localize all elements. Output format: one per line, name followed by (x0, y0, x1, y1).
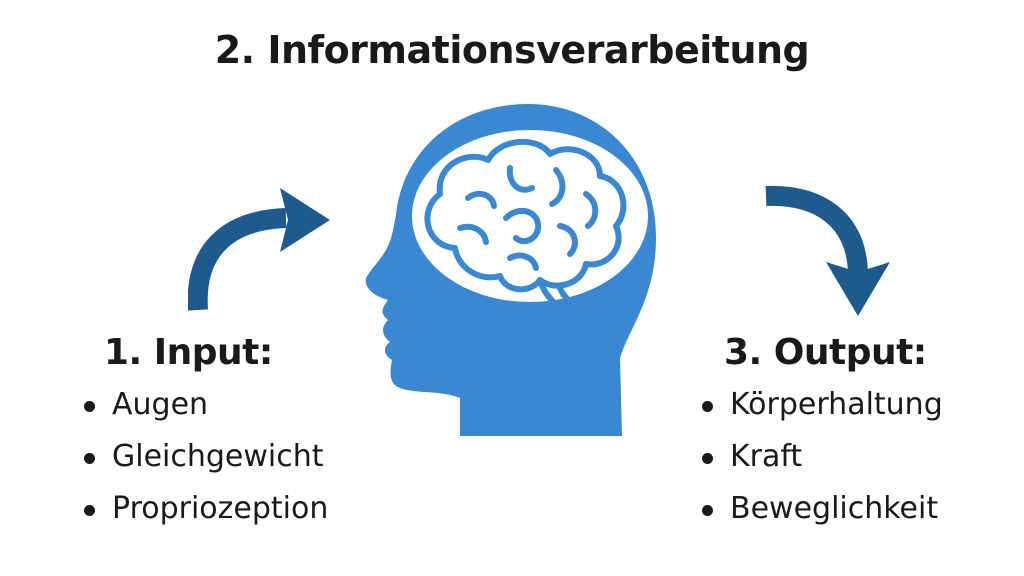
list-item: Kraft (698, 431, 943, 483)
head-profile-icon (365, 104, 656, 436)
list-item: Gleichgewicht (80, 431, 328, 483)
list-item: Augen (80, 379, 328, 431)
output-heading: 3. Output: (724, 332, 927, 373)
list-item: Propriozeption (80, 483, 328, 535)
curved-arrow-down-icon (765, 185, 890, 316)
list-item: Beweglichkeit (698, 483, 943, 535)
input-heading: 1. Input: (104, 332, 273, 373)
output-list: Körperhaltung Kraft Beweglichkeit (698, 379, 943, 535)
list-item: Körperhaltung (698, 379, 943, 431)
output-section: 3. Output: Körperhaltung Kraft Beweglich… (698, 332, 943, 535)
diagram-title: 2. Informationsverarbeitung (214, 28, 810, 72)
brain-icon (424, 139, 627, 315)
input-section: 1. Input: Augen Gleichgewicht Propriozep… (80, 332, 328, 535)
input-list: Augen Gleichgewicht Propriozeption (80, 379, 328, 535)
curved-arrow-right-icon (188, 188, 330, 311)
